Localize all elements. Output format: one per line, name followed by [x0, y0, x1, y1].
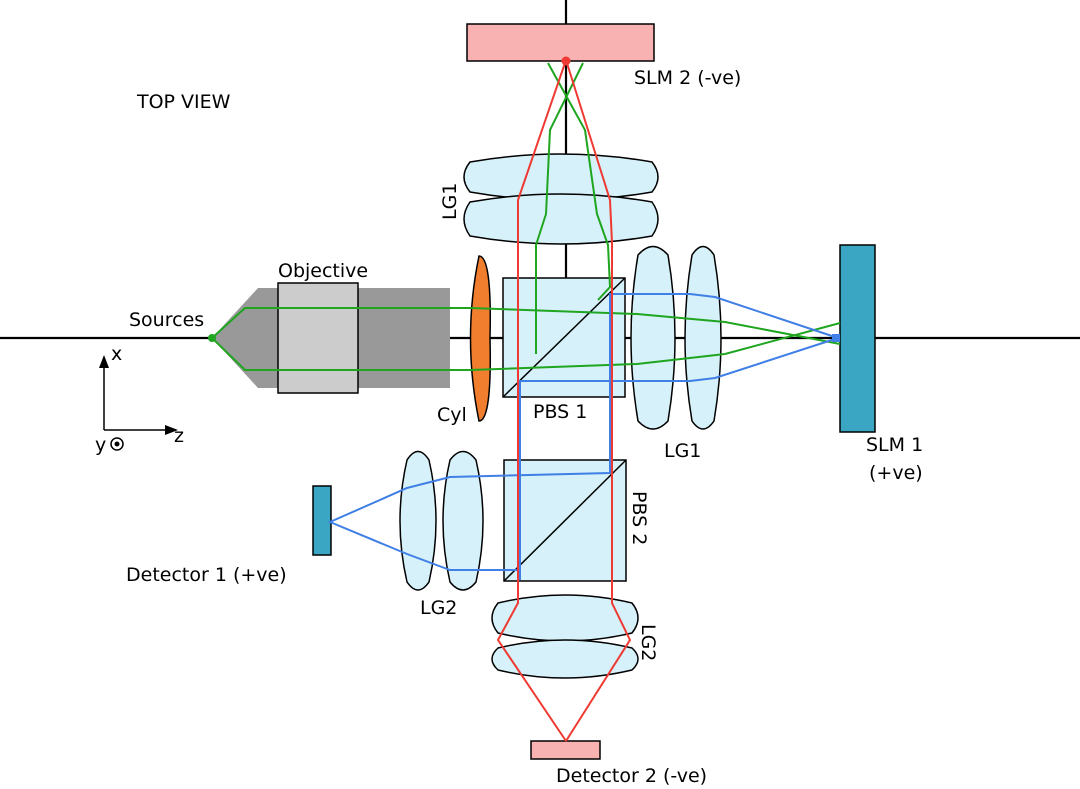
pbs2-label: PBS 2 — [628, 491, 650, 545]
coordinate-axes — [99, 355, 178, 451]
green-ray-lower — [211, 322, 841, 371]
y-axis-out-of-page-icon — [110, 437, 124, 451]
red-ray-right — [565, 59, 632, 742]
sources-label: Sources — [129, 309, 204, 331]
pbs1 — [502, 277, 626, 398]
pbs2 — [503, 459, 627, 582]
axis-z-label: z — [174, 425, 184, 447]
green-ray-upper — [211, 307, 841, 345]
green-beam — [211, 62, 841, 371]
slm1-focus-point — [832, 334, 840, 342]
detector2 — [530, 740, 601, 760]
lg1-top-lens-2 — [463, 193, 659, 245]
lg2-left-lens-1 — [399, 450, 437, 591]
detector1 — [312, 485, 332, 556]
z-axis-arrowhead — [165, 425, 178, 435]
pbs1-diagonal — [502, 277, 626, 398]
axis-x-label: x — [111, 343, 122, 365]
objective-ring — [277, 282, 359, 394]
axis-y-label: y — [95, 434, 106, 456]
detector1-label: Detector 1 (+ve) — [126, 564, 287, 586]
lg1-top-label: LG1 — [439, 183, 461, 220]
slm1-label-line1: SLM 1 — [866, 434, 923, 456]
green-ray-up-left — [535, 62, 584, 354]
slm1-label-line2: (+ve) — [869, 462, 923, 484]
red-beam — [496, 59, 632, 742]
slm2 — [466, 23, 655, 62]
detector2-label: Detector 2 (-ve) — [556, 765, 707, 787]
lg2-left-lens-2 — [442, 450, 484, 591]
x-axis-arrowhead — [99, 355, 109, 368]
slm1 — [839, 244, 876, 433]
top-view-label: TOP VIEW — [136, 91, 231, 113]
lg1-top-lens-1 — [463, 153, 659, 201]
slm2-label: SLM 2 (-ve) — [634, 67, 741, 89]
blue-beam — [327, 293, 839, 580]
pbs1-label: PBS 1 — [533, 401, 587, 423]
cyl-lens — [469, 255, 491, 422]
green-ray-up-right — [547, 62, 612, 301]
pbs2-diagonal — [503, 459, 627, 582]
blue-ray-detector1 — [327, 300, 611, 571]
lg1-right-lens-2 — [684, 245, 722, 430]
blue-ray-upper — [609, 293, 839, 339]
lg2-bottom-label: LG2 — [637, 624, 659, 661]
objective — [212, 282, 450, 394]
lg1-right-label: LG1 — [664, 440, 701, 462]
red-ray-left — [496, 59, 567, 742]
lg2-bottom-lens-1 — [491, 594, 639, 642]
lg2-left-label: LG2 — [420, 597, 457, 619]
cyl-label: Cyl — [437, 404, 467, 426]
blue-ray-lower — [519, 337, 839, 580]
y-axis-dot — [114, 441, 120, 447]
lg2-bottom-lens-2 — [491, 639, 639, 679]
lg1-right-lens-1 — [630, 245, 676, 430]
slm2-focus-point — [561, 56, 571, 66]
source-point — [208, 334, 216, 342]
objective-label: Objective — [278, 260, 368, 282]
